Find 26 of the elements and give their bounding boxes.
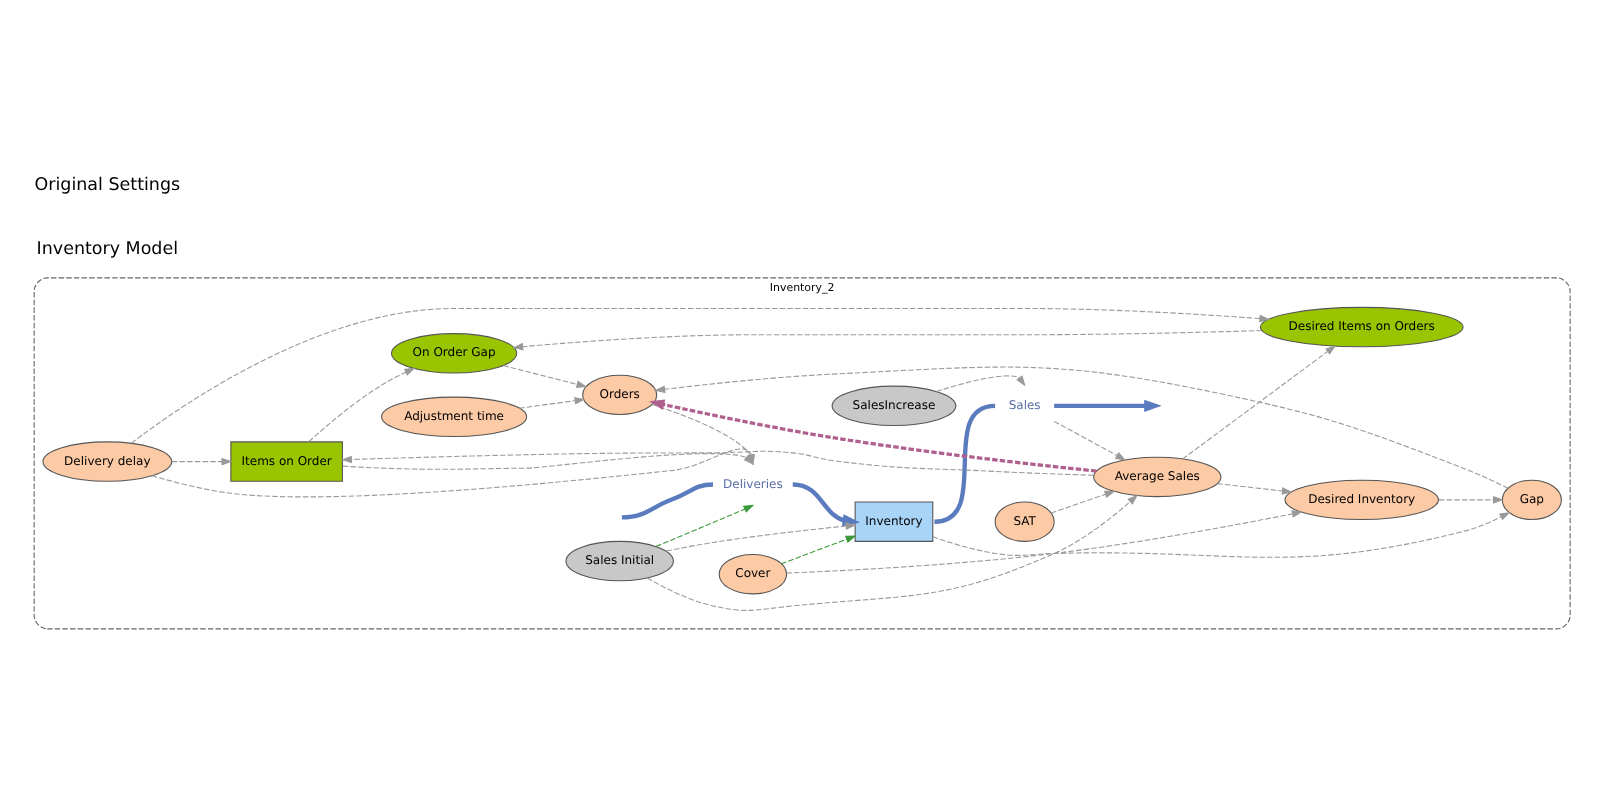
connector <box>620 481 713 519</box>
arrow <box>501 364 587 387</box>
arrow <box>645 493 1138 610</box>
arrow <box>648 398 1096 472</box>
arrow <box>654 503 754 546</box>
arrow <box>934 374 1025 391</box>
arrow <box>653 365 1508 488</box>
arrow <box>1181 344 1336 459</box>
arrow <box>517 396 585 408</box>
arrow <box>1049 489 1115 513</box>
arrow <box>931 510 1510 557</box>
arrow <box>791 481 860 526</box>
arrow <box>129 306 1270 443</box>
label: Inventory Model <box>35 238 178 259</box>
arrow <box>1437 495 1503 503</box>
arrow <box>307 366 415 442</box>
label: Original Settings <box>33 175 180 196</box>
arrow <box>511 329 1262 350</box>
arrow <box>170 456 232 465</box>
connector <box>933 402 995 523</box>
arrow <box>779 534 856 564</box>
arrow <box>1052 419 1126 460</box>
arrow <box>1215 482 1292 494</box>
arrow <box>784 509 1302 573</box>
arrow <box>1053 398 1161 411</box>
arrow <box>665 521 856 551</box>
